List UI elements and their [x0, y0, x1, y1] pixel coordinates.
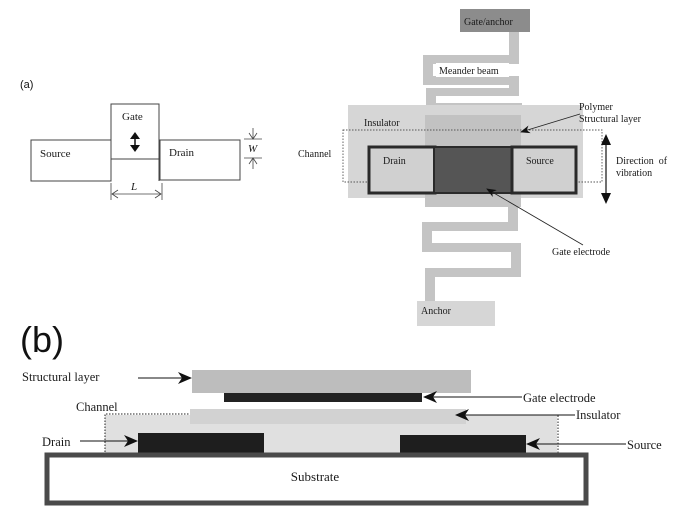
anchor-label: Anchor [421, 306, 452, 317]
insulator-label-b: Insulator [576, 408, 621, 422]
direction-label-line2: vibration [616, 168, 652, 179]
panel-b-cross-section: (b) Structural layer Gate electrode Chan… [20, 319, 662, 506]
polymer-pointer-arrow [520, 113, 581, 134]
panel-a-label: (a) [20, 79, 33, 91]
direction-label-line1: Direction of [616, 156, 668, 167]
width-dimension: W [244, 128, 262, 169]
layout-source-label: Source [526, 156, 554, 167]
layout-source [510, 145, 578, 195]
gate-electrode-pointer-arrow [486, 188, 584, 246]
layout-drain [367, 145, 437, 195]
schematic-source-label: Source [40, 148, 71, 160]
meander-beam-label: Meander beam [439, 66, 499, 77]
gate-electrode-bar [224, 393, 422, 402]
schematic-drain-block [159, 139, 241, 181]
panel-b-label: (b) [20, 319, 64, 360]
gate-electrode-layout-label: Gate electrode [552, 247, 611, 258]
meander-beam-bottom [422, 197, 521, 308]
vibration-direction-arrow-icon [601, 134, 611, 204]
substrate-label: Substrate [291, 469, 340, 484]
schematic-gate-label: Gate [122, 111, 143, 123]
insulator-layer [190, 409, 466, 424]
layout-drain-label: Drain [383, 156, 406, 167]
length-symbol: L [130, 181, 137, 193]
polymer-label-line2: Structural layer [579, 114, 642, 125]
width-symbol: W [248, 143, 258, 155]
schematic-drain-label: Drain [169, 147, 195, 159]
source-label-b: Source [627, 438, 662, 452]
substrate [44, 452, 589, 506]
panel-a-layout: Gate/anchor Meander beam Insulator Chann… [298, 9, 668, 326]
gate-vibration-arrow-icon [130, 132, 140, 152]
gate-anchor-pad [460, 9, 530, 32]
source-bar [400, 435, 526, 456]
channel-label: Channel [298, 149, 332, 160]
polymer-label-line1: Polymer [579, 102, 614, 113]
drain-label-b: Drain [42, 435, 71, 449]
insulator-label: Insulator [364, 118, 400, 129]
gate-anchor-label: Gate/anchor [464, 17, 514, 28]
channel-label-b: Channel [76, 400, 118, 414]
channel-bracket-left [104, 413, 190, 452]
length-dimension: L [110, 181, 163, 200]
panel-a-schematic: (a) Source Gate Drain W [20, 79, 262, 200]
gate-electrode-layout [433, 146, 513, 194]
gate-electrode-label: Gate electrode [523, 391, 596, 405]
structural-layer-label: Structural layer [22, 370, 100, 384]
structural-layer [192, 370, 471, 393]
channel-outline [342, 129, 603, 183]
drain-bar [138, 433, 264, 455]
schematic-source-block [30, 139, 112, 182]
anchor-pad [417, 301, 495, 326]
